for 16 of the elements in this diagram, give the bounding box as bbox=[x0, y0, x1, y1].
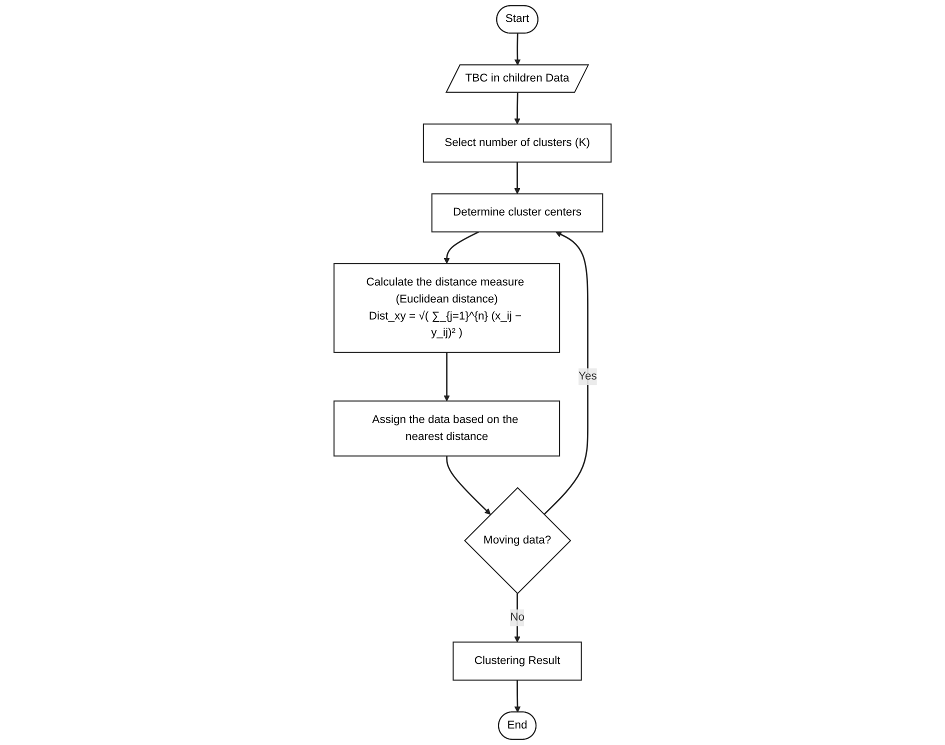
arrow bbox=[514, 162, 520, 194]
arrow bbox=[543, 232, 588, 515]
arrow bbox=[514, 92, 520, 124]
arrow bbox=[444, 231, 480, 264]
edge-label: No bbox=[510, 611, 524, 624]
arrow bbox=[446, 456, 491, 515]
node-diamond: Moving data? bbox=[464, 486, 572, 594]
arrow bbox=[514, 33, 521, 66]
node-box: Calculate the distance measure (Euclidean distance) Dist_xy = √( ∑_{j=1}^{n} (x_ij − y_ij)² ) bbox=[333, 263, 560, 353]
arrow bbox=[444, 352, 450, 402]
node-box: Determine cluster centers bbox=[431, 193, 604, 232]
node-box: Clustering Result bbox=[452, 642, 582, 681]
arrow bbox=[514, 680, 521, 712]
node-box: Assign the data based on the nearest distance bbox=[333, 400, 560, 457]
node-box: Select number of clusters (K) bbox=[422, 124, 612, 163]
edge-label: Yes bbox=[578, 370, 597, 382]
